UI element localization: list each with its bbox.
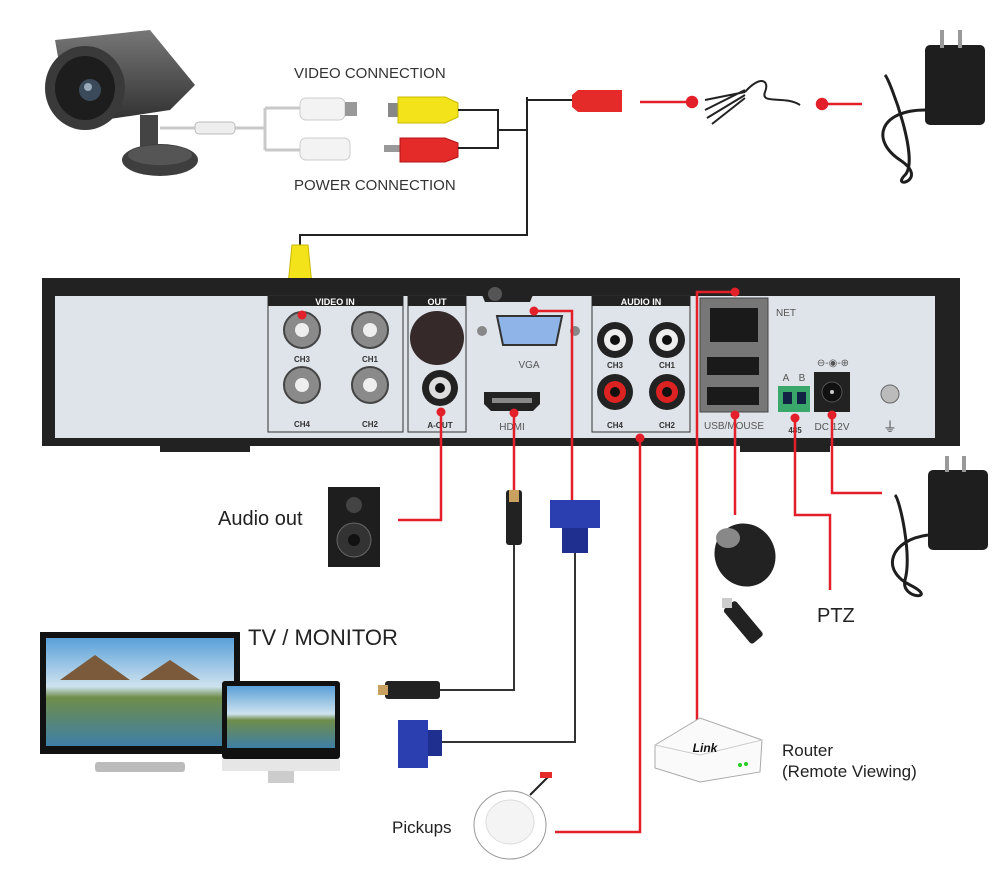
ptz-line <box>793 418 832 590</box>
tv-monitor-label: TV / MONITOR <box>248 625 398 650</box>
pickup-line <box>555 438 642 834</box>
bullet-camera <box>45 30 198 176</box>
video-in-section: VIDEO IN CH3 CH1 CH4 CH2 <box>267 295 404 433</box>
audio-out-line <box>398 412 443 522</box>
ground-screw: ⏚ <box>880 384 900 435</box>
hdmi-label: HDMI <box>499 422 525 433</box>
power-red-connector <box>384 137 459 163</box>
speaker <box>328 487 380 567</box>
cable-sleeve <box>194 121 236 135</box>
mouse <box>714 523 776 587</box>
computer-monitor <box>222 681 340 783</box>
hdmi-cable <box>378 490 522 699</box>
net-line <box>695 290 735 722</box>
polarity-symbol: ⊖-◉-⊕ <box>817 358 849 369</box>
video-ch4-label: CH4 <box>294 420 311 429</box>
video-ch2-label: CH2 <box>362 420 379 429</box>
power-connection-label: POWER CONNECTION <box>294 177 456 194</box>
net-label: NET <box>776 308 796 319</box>
connection-lines <box>398 290 882 834</box>
camera-video-female-connector <box>299 97 357 121</box>
ground-icon: ⏚ <box>883 419 897 435</box>
audio-out-label: Audio out <box>218 508 303 530</box>
video-ch3-label: CH3 <box>294 355 311 364</box>
covered-port <box>410 311 464 365</box>
power-splitter-cable <box>704 80 801 125</box>
rs485-a-label: A <box>783 373 790 384</box>
audio-ch2-label: CH2 <box>659 421 676 430</box>
video-ch1-label: CH1 <box>362 355 379 364</box>
vga-label: VGA <box>518 360 539 371</box>
out-label: OUT <box>428 297 448 307</box>
ptz-label: PTZ <box>817 605 855 627</box>
rs485-b-label: B <box>799 373 806 384</box>
video-yellow-connector <box>388 96 459 124</box>
dc-line <box>830 415 882 495</box>
power-adapter-1 <box>881 30 985 184</box>
video-connection-label: VIDEO CONNECTION <box>294 65 446 82</box>
tv-monitor <box>40 632 240 772</box>
connection-dots <box>297 287 837 443</box>
usb-stick <box>722 598 763 644</box>
pickup-microphone <box>473 772 552 860</box>
power-adapter-2 <box>891 456 988 598</box>
dvr-recorder <box>42 278 960 452</box>
rs485-terminal: A B 485 <box>778 373 810 435</box>
audio-ch1-label: CH1 <box>659 361 676 370</box>
pickups-label: Pickups <box>392 818 452 837</box>
router-brand-logo: Link <box>693 741 719 755</box>
vga-line <box>534 309 574 500</box>
audio-in-label: AUDIO IN <box>621 297 662 307</box>
dc-plug-red <box>572 90 622 112</box>
video-in-label: VIDEO IN <box>315 297 355 307</box>
audio-in-section: AUDIO IN CH3 CH1 CH4 CH2 <box>591 295 691 433</box>
audio-ch3-label: CH3 <box>607 361 624 370</box>
vga-cable <box>398 500 600 768</box>
extension-cable <box>299 97 572 245</box>
remote-viewing-label: (Remote Viewing) <box>782 762 917 781</box>
audio-ch4-label: CH4 <box>607 421 624 430</box>
power-splitter-connection <box>640 95 862 111</box>
router: Link <box>654 717 763 783</box>
hdmi-port: HDMI <box>484 392 540 433</box>
camera-power-female-connector <box>299 137 351 161</box>
router-label: Router <box>782 741 834 760</box>
